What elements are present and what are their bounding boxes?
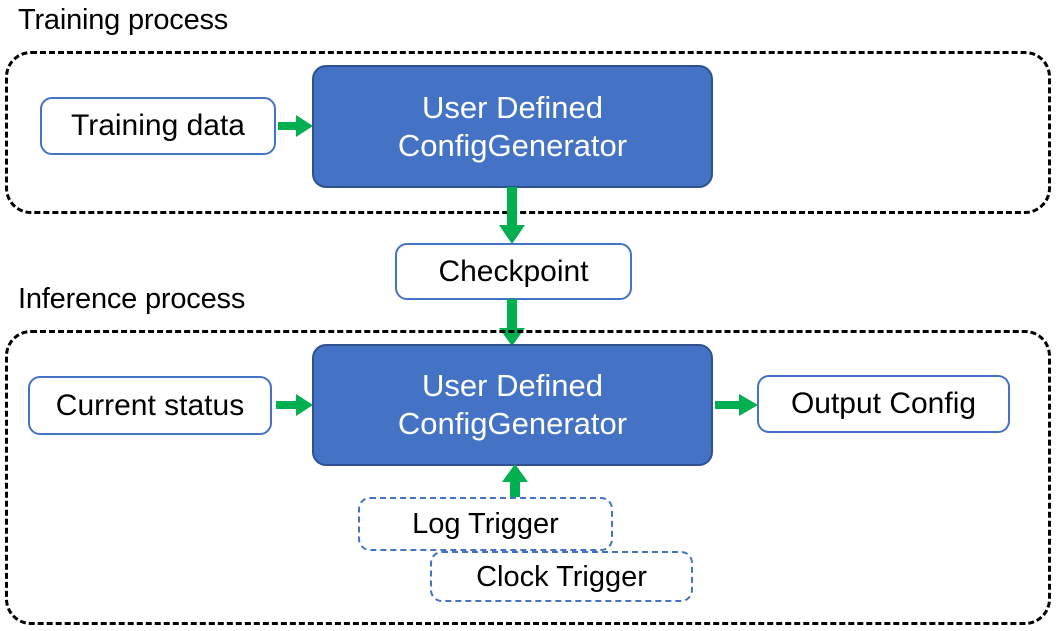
inference-process-group (5, 330, 1051, 625)
clock-trigger-label: Clock Trigger (476, 560, 647, 593)
training-config-generator-label: User Defined ConfigGenerator (397, 89, 628, 163)
current-status-node[interactable]: Current status (28, 376, 272, 435)
arrow-checkpoint-to-inference-generator (497, 299, 527, 347)
inference-process-label: Inference process (18, 283, 246, 315)
training-data-node[interactable]: Training data (40, 97, 276, 155)
inference-config-generator-node[interactable]: User Defined ConfigGenerator (312, 344, 713, 466)
checkpoint-label: Checkpoint (438, 254, 589, 288)
log-trigger-node[interactable]: Log Trigger (358, 497, 613, 551)
clock-trigger-node[interactable]: Clock Trigger (430, 551, 693, 602)
training-config-generator-node[interactable]: User Defined ConfigGenerator (312, 65, 713, 188)
arrow-generator-to-checkpoint (497, 187, 527, 245)
current-status-label: Current status (55, 388, 245, 422)
arrow-generator-to-output-config (715, 392, 759, 418)
training-data-label: Training data (71, 109, 245, 142)
log-trigger-label: Log Trigger (412, 508, 559, 540)
training-process-label: Training process (18, 4, 229, 36)
checkpoint-node[interactable]: Checkpoint (395, 243, 632, 300)
arrow-current-status-to-generator (276, 392, 314, 418)
output-config-label: Output Config (790, 387, 977, 420)
inference-config-generator-label: User Defined ConfigGenerator (397, 368, 628, 441)
arrow-training-data-to-generator (278, 113, 314, 139)
training-process-group (5, 51, 1051, 214)
arrow-triggers-to-generator (500, 464, 530, 502)
output-config-node[interactable]: Output Config (757, 375, 1010, 433)
